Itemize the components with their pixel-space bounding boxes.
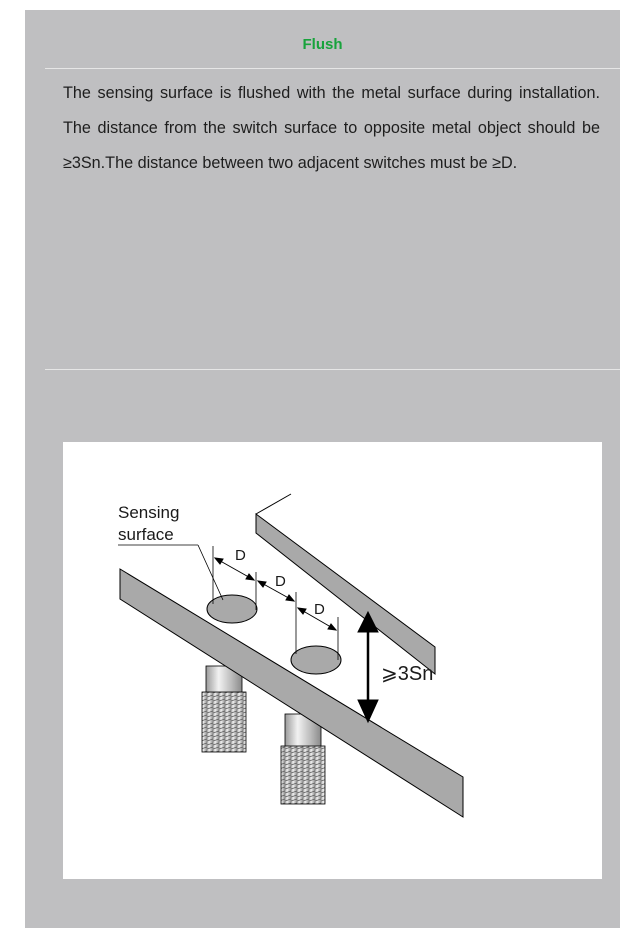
sensing-label-line1: Sensing — [118, 503, 179, 522]
mounting-metal-plate — [119, 568, 464, 818]
middle-divider — [45, 369, 620, 370]
d-label-2: D — [275, 573, 286, 590]
three-sn-label: ⩾3Sn — [381, 663, 433, 685]
sensor-body-2 — [280, 713, 326, 805]
sensing-leader-diagonal — [197, 544, 224, 601]
top-divider — [45, 68, 620, 69]
d-label-3: D — [314, 601, 325, 618]
sensing-label-line2: surface — [118, 525, 174, 544]
flush-panel: Flush The sensing surface is flushed wit… — [25, 10, 620, 928]
installation-diagram: Sensing surface — [63, 442, 602, 879]
dimension-extension-lines — [212, 546, 339, 660]
three-sn-arrow — [357, 610, 379, 724]
section-title: Flush — [302, 36, 343, 53]
sensor-body-1 — [201, 665, 247, 753]
d-label-1: D — [235, 547, 246, 564]
sensing-surface-2 — [290, 645, 342, 675]
flush-mount-illustration: Sensing surface — [118, 493, 464, 818]
opposite-metal-plate — [255, 493, 436, 676]
section-description: The sensing surface is flushed with the … — [63, 84, 600, 172]
sensing-surface-1 — [206, 594, 258, 624]
d-dimension-arrows — [213, 557, 338, 631]
